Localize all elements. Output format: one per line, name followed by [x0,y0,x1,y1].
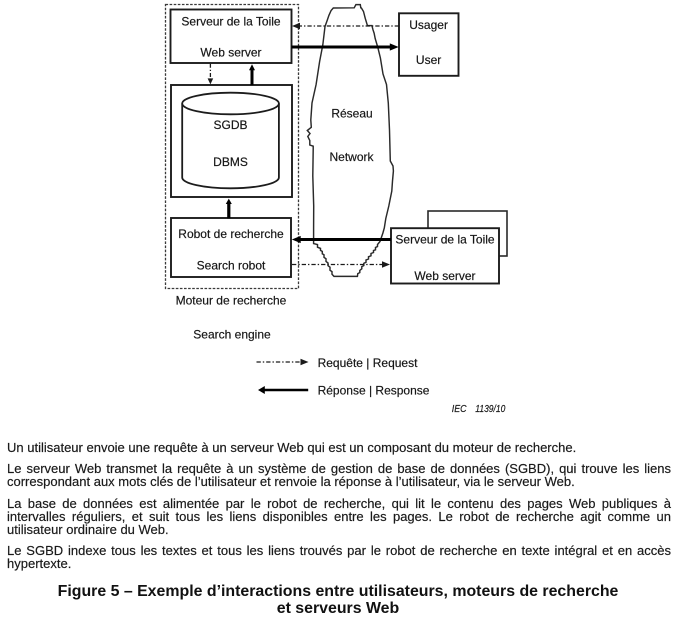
svg-text:Requête | Request: Requête | Request [318,356,419,370]
svg-text:Réseau: Réseau [331,106,372,120]
svg-text:Moteur de recherche: Moteur de recherche [176,293,287,307]
svg-text:Web server: Web server [414,269,475,283]
svg-text:Réponse | Response: Réponse | Response [318,384,430,398]
svg-text:Network: Network [329,150,374,164]
svg-text:1139/10: 1139/10 [475,404,505,415]
svg-text:Web server: Web server [200,46,261,60]
svg-text:IEC: IEC [452,404,467,415]
svg-text:Serveur de la Toile: Serveur de la Toile [395,233,494,247]
svg-text:SGDB: SGDB [213,118,247,132]
svg-text:Serveur de la Toile: Serveur de la Toile [181,15,280,29]
svg-text:Search engine: Search engine [193,328,271,342]
svg-text:DBMS: DBMS [213,155,248,169]
svg-text:Usager: Usager [409,18,448,32]
svg-text:Robot de recherche: Robot de recherche [178,227,284,241]
svg-text:Search robot: Search robot [197,259,266,273]
svg-text:User: User [416,53,441,67]
